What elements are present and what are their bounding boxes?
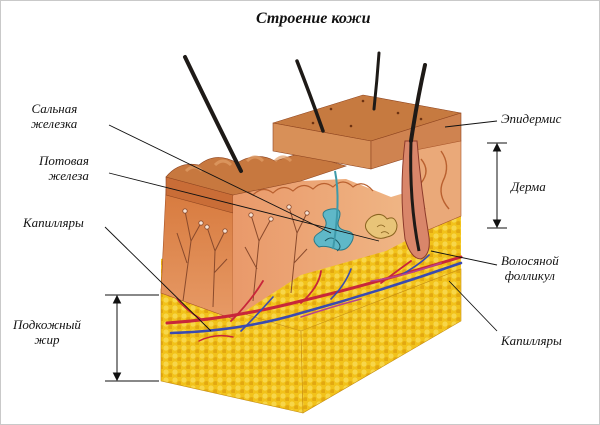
- sebaceous-gland: [365, 214, 397, 238]
- subcutaneous-bracket: [105, 295, 159, 381]
- label-capillaries-right: Капилляры: [501, 333, 562, 348]
- label-sebaceous-gland: Сальная железка: [31, 101, 77, 131]
- label-sweat-gland: Потовая железа: [39, 153, 89, 183]
- label-capillaries-left: Капилляры: [23, 215, 84, 230]
- label-hair-follicle: Волосяной фолликул: [501, 253, 559, 283]
- label-subcutaneous-fat: Подкожный жир: [13, 317, 81, 347]
- label-dermis: Дерма: [511, 179, 546, 194]
- dermis-bracket: [487, 143, 507, 228]
- label-epidermis: Эпидермис: [501, 111, 561, 126]
- diagram-title: Строение кожи: [256, 10, 371, 28]
- hair-1: [185, 57, 241, 171]
